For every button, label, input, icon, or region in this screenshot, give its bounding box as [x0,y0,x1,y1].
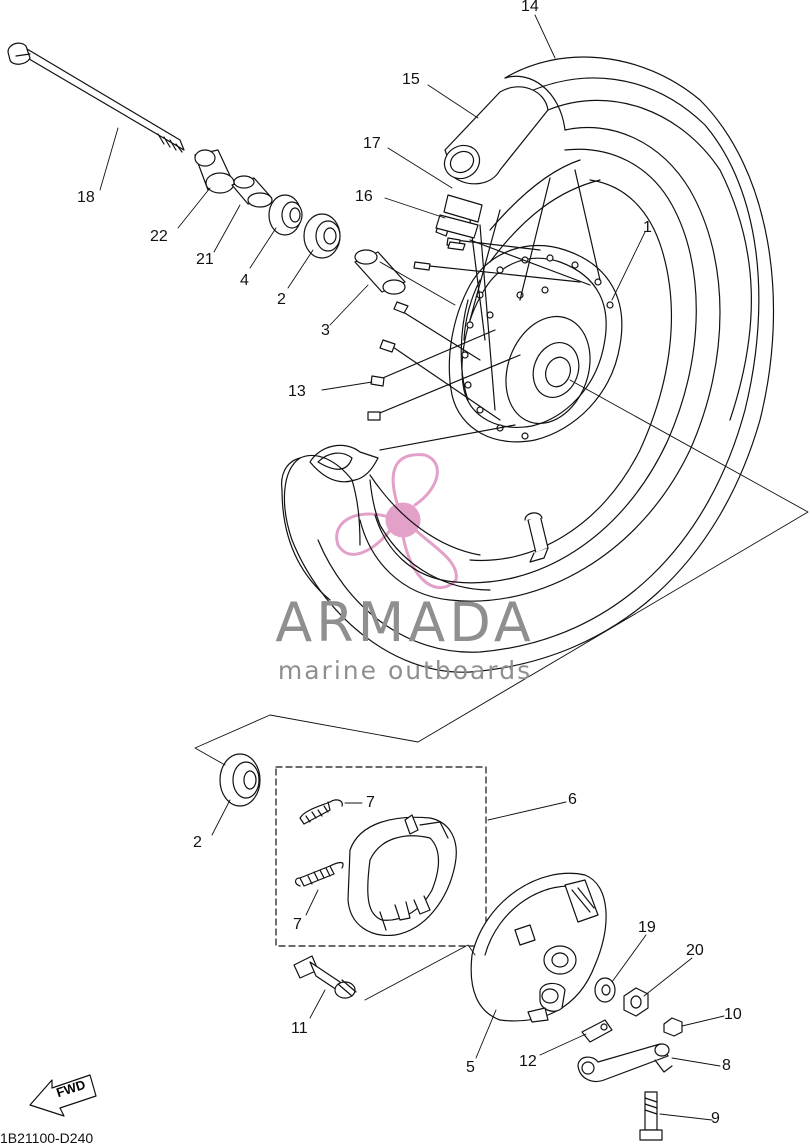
tire-valve [524,512,549,563]
callout-21: 21 [196,251,214,268]
nut-10 [663,1017,683,1037]
valve-nut [435,194,483,251]
callout-5: 5 [466,1059,475,1076]
spacer-3 [354,249,406,295]
oil-seal-4 [268,194,303,236]
callout-2-upper: 2 [277,291,286,308]
callout-7-lower: 7 [293,916,302,933]
bearing-2-lower [219,753,261,807]
tire [280,56,775,673]
callout-6: 6 [568,791,577,808]
callout-11: 11 [291,1020,308,1037]
callout-3: 3 [321,322,330,339]
callout-10: 10 [724,1006,742,1023]
bolt-9 [639,1091,663,1141]
assembly-lines [194,261,809,1001]
fwd-arrow-icon [29,1074,97,1117]
brake-shoes [347,814,457,937]
washer-19 [594,977,616,1003]
spacer-21 [231,175,273,208]
callout-19: 19 [638,919,656,936]
inner-tube [443,86,549,185]
watermark: ARMADA marine outboards [250,591,560,685]
brake-shoe-kit-box [275,766,487,947]
rim-band [309,444,379,483]
armada-logo-icon [335,453,458,590]
brake-spring-lower [294,861,344,887]
nut-20 [623,987,649,1017]
collar-22 [194,149,235,194]
callout-8: 8 [722,1057,731,1074]
bearing-2-upper [303,213,341,259]
watermark-tagline: marine outboards [277,656,533,685]
callout-1: 1 [643,219,652,236]
callout-17: 17 [363,135,381,152]
callout-9: 9 [711,1110,720,1127]
leader-lines [99,14,725,1121]
wear-indicator-12 [581,1019,613,1043]
spoke-nipples [367,225,461,421]
callout-16: 16 [355,188,373,205]
spokes [374,169,601,451]
brake-camshaft [293,955,357,999]
callout-2-lower: 2 [193,834,202,851]
brake-panel [470,872,607,1023]
callout-20: 20 [686,942,704,959]
callout-22: 22 [150,228,168,245]
hub [448,244,623,443]
callout-12: 12 [519,1053,537,1070]
reference-code: 1B21100-D240 [0,1130,94,1146]
callout-14: 14 [521,0,539,15]
callout-13: 13 [288,383,306,400]
callout-4: 4 [240,272,249,289]
axle-shaft [7,42,185,153]
cam-lever-8 [577,1043,673,1083]
callout-18: 18 [77,189,95,206]
callout-7-upper: 7 [366,794,375,811]
watermark-name: ARMADA [275,591,535,654]
brake-spring-upper [299,799,343,825]
callout-15: 15 [402,71,420,88]
